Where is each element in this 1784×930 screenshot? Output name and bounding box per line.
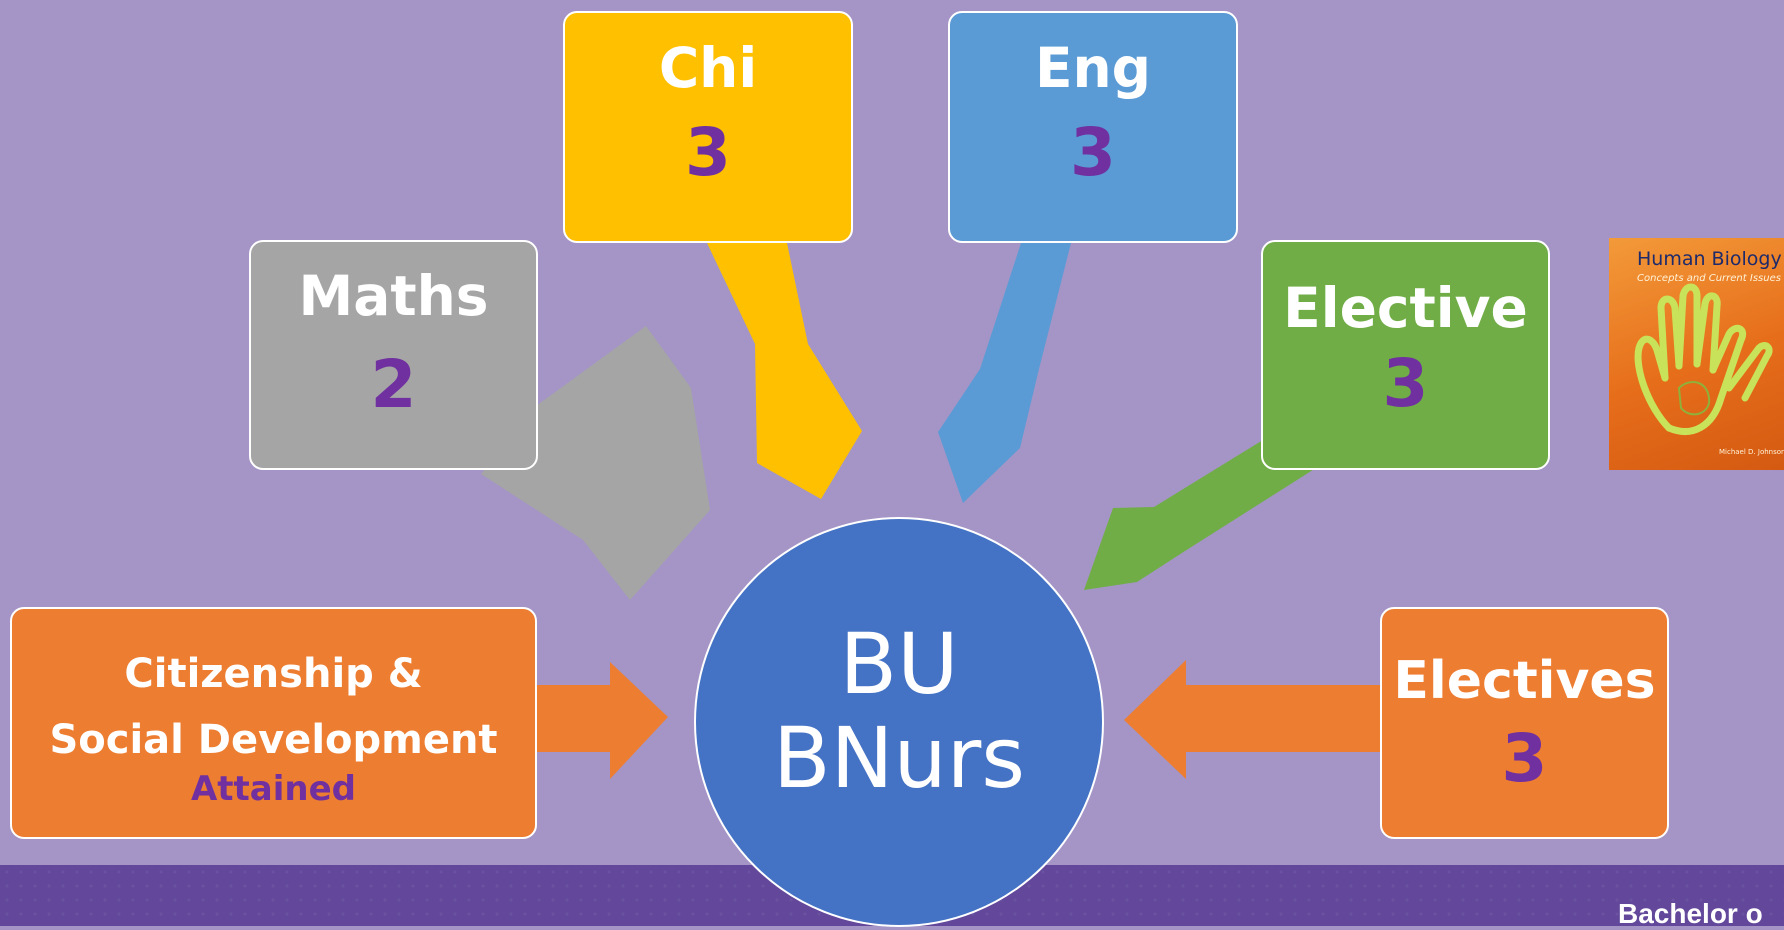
elective-label: Elective [1283, 276, 1528, 340]
elective-box: Elective 3 [1261, 240, 1550, 470]
maths-value: 2 [370, 346, 417, 423]
center-line1: BU [839, 615, 959, 713]
elective-value: 3 [1382, 345, 1429, 422]
electives-label: Electives [1393, 651, 1656, 711]
citizenship-line2: Social Development [49, 717, 498, 763]
maths-label: Maths [298, 264, 489, 328]
center-circle: BU BNurs [694, 517, 1104, 927]
center-line2: BNurs [773, 709, 1025, 807]
maths-arrow [481, 326, 710, 600]
footer-text: Bachelor o [1618, 898, 1763, 929]
book-title: Human Biology [1637, 248, 1782, 270]
eng-value: 3 [1070, 114, 1116, 191]
human-biology-book-cover: Human Biology Concepts and Current Issue… [1609, 238, 1784, 470]
elective-arrow [1084, 427, 1316, 590]
citizenship-status: Attained [190, 769, 357, 809]
electives-value: 3 [1501, 720, 1548, 797]
electives-arrow [1124, 660, 1382, 779]
eng-arrow [938, 243, 1071, 503]
citizenship-box: Citizenship & Social Development Attaine… [10, 607, 537, 839]
eng-box: Eng 3 [948, 11, 1238, 243]
eng-label: Eng [1034, 36, 1152, 100]
chi-value: 3 [685, 114, 731, 191]
citizenship-line1: Citizenship & [124, 651, 423, 697]
maths-box: Maths 2 [249, 240, 538, 470]
electives-box: Electives 3 [1380, 607, 1669, 839]
chi-box: Chi 3 [563, 11, 853, 243]
citizenship-arrow [536, 662, 668, 779]
chi-label: Chi [658, 36, 758, 100]
book-subtitle: Concepts and Current Issues [1637, 273, 1781, 284]
hand-icon [1634, 283, 1773, 435]
book-author: Michael D. Johnson [1719, 448, 1784, 456]
chi-arrow [707, 243, 862, 499]
